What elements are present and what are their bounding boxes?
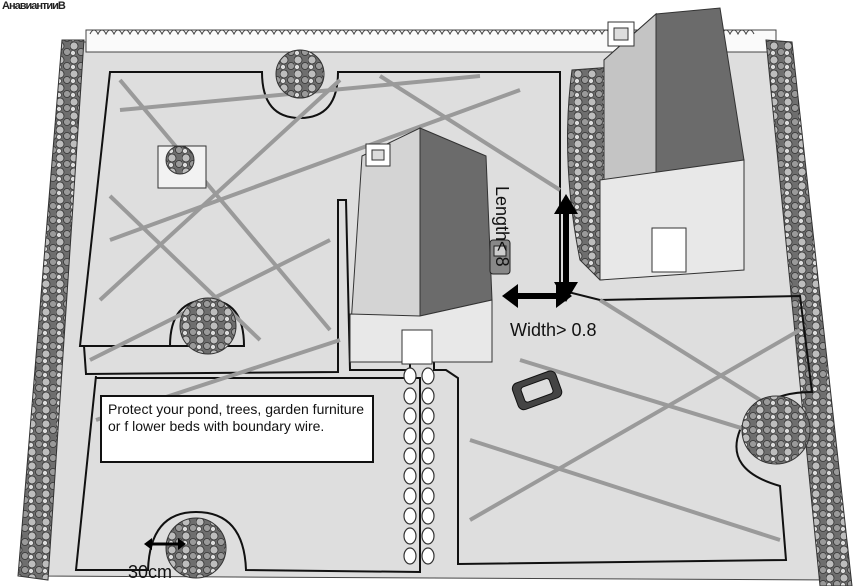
- length-label: Length< 8: [491, 186, 512, 267]
- bush-icon: [276, 50, 324, 98]
- width-label: Width> 0.8: [510, 320, 597, 341]
- bush-icon: [180, 298, 236, 354]
- bush-icon: [742, 396, 810, 464]
- note-box: Protect your pond, trees, garden furnitu…: [100, 395, 374, 463]
- house-icon: [350, 128, 492, 364]
- bush-icon: [166, 518, 226, 578]
- note-text: Protect your pond, trees, garden furnitu…: [108, 401, 364, 434]
- planter-icon: [158, 146, 206, 188]
- corner-mark: АнавиантииВ: [2, 0, 65, 12]
- distance-label: 30cm: [128, 562, 172, 583]
